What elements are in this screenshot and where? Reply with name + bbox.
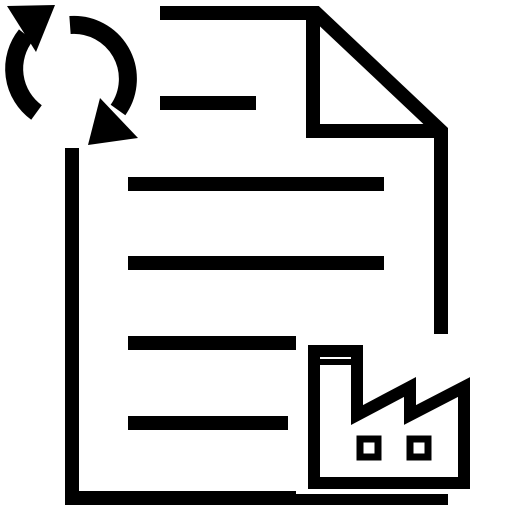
refresh-arc-left — [5, 29, 43, 120]
document-folded-corner — [306, 16, 438, 138]
factory-window-right — [406, 435, 432, 461]
factory-knockout — [296, 334, 478, 494]
refresh-arrowhead-bottom — [88, 98, 138, 145]
document-outline — [160, 6, 448, 345]
factory-window-left — [356, 435, 382, 461]
factory-outline — [308, 345, 470, 489]
document-line-5 — [128, 416, 288, 430]
document-outline-bottom — [65, 148, 448, 505]
refresh-icon — [5, 5, 138, 145]
document-line-1 — [160, 96, 256, 110]
refresh-arc-right — [69, 15, 137, 116]
document-icon — [65, 6, 448, 505]
document-line-2 — [128, 177, 384, 191]
refresh-arrowhead-top — [7, 5, 55, 52]
document-line-4 — [128, 336, 304, 350]
document-line-3 — [128, 256, 384, 270]
factory-icon — [296, 334, 478, 494]
